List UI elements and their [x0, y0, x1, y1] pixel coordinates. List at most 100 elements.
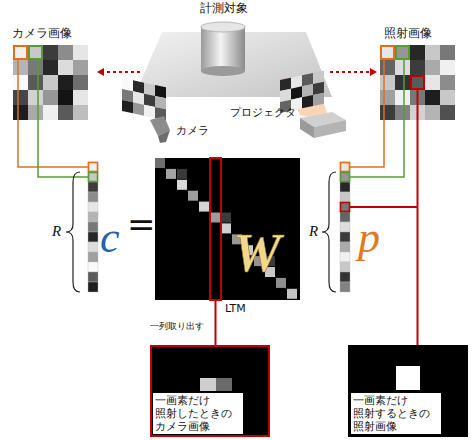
pixel [73, 105, 88, 120]
connector [215, 318, 217, 345]
pixel [395, 105, 410, 120]
pattern-cell [302, 84, 313, 97]
matrix-diagonal [155, 158, 297, 299]
pixel [425, 90, 440, 105]
pattern-cell [280, 89, 291, 102]
projection-vector [340, 162, 350, 292]
math-symbol: W [233, 226, 281, 280]
vector-element [340, 192, 350, 202]
lit-pixel [396, 366, 420, 390]
pixel [440, 60, 455, 75]
pixel-highlight [29, 46, 42, 59]
column-leader [215, 300, 217, 318]
pixel-highlight [14, 46, 27, 59]
pixel [410, 60, 425, 75]
vector-element [340, 212, 350, 222]
pixel [440, 105, 455, 120]
diagram-node: c [86, 158, 122, 292]
pattern-cell [133, 102, 144, 115]
single-pixel-camera-image [151, 346, 269, 436]
vector-element [340, 272, 350, 282]
pixel [28, 60, 43, 75]
pixel [28, 45, 43, 60]
pixel [43, 75, 58, 90]
pattern-cell [291, 75, 302, 88]
label: = [127, 204, 156, 245]
pattern-cell [133, 91, 144, 104]
pattern-cell [133, 80, 144, 93]
pixel [13, 90, 28, 105]
vector-element [88, 212, 98, 222]
pixel [380, 45, 395, 60]
pixel [425, 60, 440, 75]
pixel [73, 90, 88, 105]
pattern-cell [155, 96, 166, 109]
label: 一列取り出す [150, 321, 204, 332]
pixel [410, 45, 425, 60]
pixel [440, 90, 455, 105]
pixel-highlight [396, 46, 409, 59]
vector-element [340, 282, 350, 292]
camera-image-grid [13, 45, 88, 120]
vector-element [340, 232, 350, 242]
math-symbol: p [358, 216, 380, 260]
vector-element [340, 262, 350, 272]
projector-icon [300, 112, 346, 138]
pixel [425, 75, 440, 90]
element-highlight [341, 163, 350, 172]
matrix-entry [287, 289, 297, 299]
vector-element [88, 232, 98, 242]
pixel [13, 75, 28, 90]
pattern-cell [280, 78, 291, 91]
camera-icon [150, 116, 170, 143]
pixel-highlight [381, 46, 394, 59]
pixel [395, 60, 410, 75]
pattern-cell [302, 95, 313, 108]
label: プロジェクタ [230, 106, 296, 119]
single-pixel-projection-image [348, 345, 468, 437]
pixel [43, 90, 58, 105]
pixel [58, 45, 73, 60]
vector-element [340, 182, 350, 192]
diagram-node: カメラ画像 [6, 18, 98, 138]
vector-element [88, 182, 98, 192]
matrix-entry [221, 223, 231, 233]
vector-element [88, 242, 98, 252]
pixel [380, 75, 395, 90]
vector-element [340, 222, 350, 232]
vector-element [88, 202, 98, 212]
connector [330, 71, 376, 73]
pixel [58, 75, 73, 90]
pixel [58, 105, 73, 120]
pixel [395, 45, 410, 60]
pixel [440, 75, 455, 90]
pixel [440, 45, 455, 60]
pixel [28, 105, 43, 120]
diagram-node: 一画素だけ 照射したときの カメラ画像 [150, 345, 270, 437]
pattern-cell [122, 89, 133, 102]
diagram-node: WLTM [153, 156, 303, 318]
node-text: 計測対象 [200, 1, 248, 15]
matrix-entry [188, 191, 198, 201]
pixel [13, 60, 28, 75]
math-symbol: c [100, 216, 120, 260]
vector-element [340, 172, 350, 182]
pixel [73, 60, 88, 75]
pixel [395, 90, 410, 105]
pixel-highlight [411, 76, 424, 89]
vector-element [88, 282, 98, 292]
node-text: 照射画像 [384, 26, 432, 40]
matrix-entry [166, 169, 176, 179]
vector-element [88, 172, 98, 182]
pixel [380, 90, 395, 105]
connector [417, 138, 419, 345]
cylinder-bottom [201, 66, 245, 76]
pixel [73, 75, 88, 90]
pattern-cell [313, 93, 324, 106]
brace [322, 172, 336, 292]
pattern-cell [155, 85, 166, 98]
pixel [380, 60, 395, 75]
node-text: 一画素だけ 照射するときの 照射画像 [351, 393, 441, 434]
